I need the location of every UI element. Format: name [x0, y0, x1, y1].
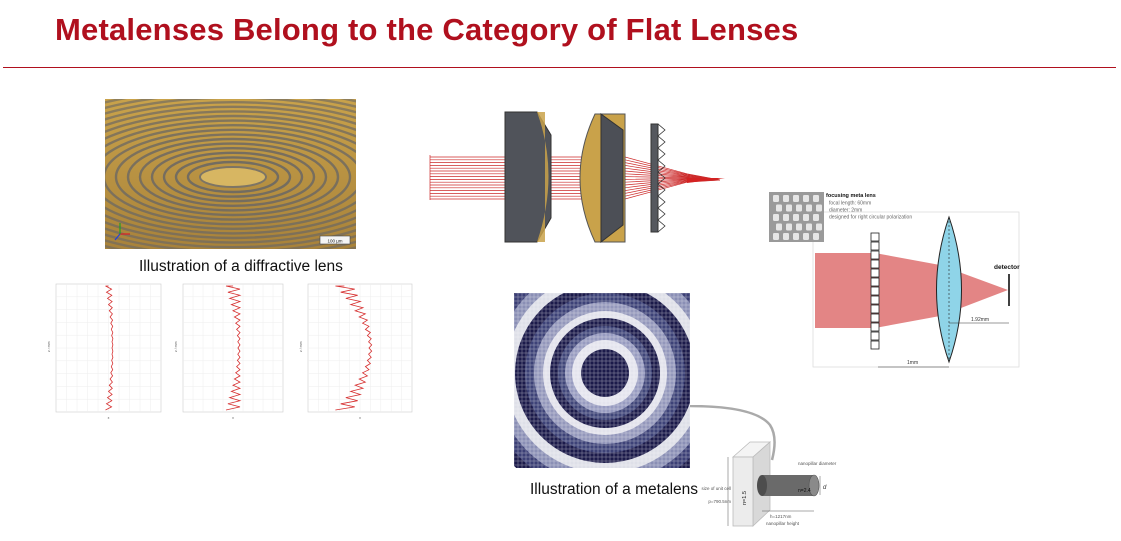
- svg-text:n=2.4: n=2.4: [798, 488, 811, 494]
- profile-plot-1: z / mm x: [48, 283, 162, 420]
- scale-bar-label: 100 µm: [327, 239, 342, 244]
- beam: [815, 253, 1008, 328]
- bullet-focal-length: focal length: 60mm: [829, 201, 871, 207]
- svg-text:focusing meta lens: focusing meta lens: [826, 193, 876, 199]
- plot-x-label: x: [108, 416, 110, 420]
- plot-x-label: x: [232, 416, 234, 420]
- plot-x-label: x: [359, 416, 361, 420]
- profile-plots: z / mm x z / mm x z / mm x: [48, 283, 413, 420]
- plot-y-label: z / mm: [174, 341, 178, 352]
- diffractive-lens-image: 100 µm: [105, 99, 356, 249]
- metalens-phase-image: [514, 293, 690, 468]
- refractive-lens-system: [429, 111, 725, 244]
- svg-text:size of unit cell: size of unit cell: [701, 486, 731, 491]
- focusing-metalens-diagram: focusing meta lens focal length: 60mm di…: [769, 192, 1020, 368]
- profile-plot-3: z / mm x: [299, 283, 413, 420]
- svg-text:h=1217nm: h=1217nm: [770, 514, 792, 519]
- profile-plot-2: z / mm x: [174, 283, 284, 420]
- svg-text:nanopillar height: nanopillar height: [766, 521, 800, 526]
- title-divider: [3, 67, 1116, 68]
- plot-y-label: z / mm: [299, 341, 303, 352]
- bullet-diameter: diameter: 2mm: [829, 208, 862, 214]
- lens-3: [650, 123, 659, 233]
- diffractive-lens-caption: Illustration of a diffractive lens: [139, 258, 343, 275]
- axis-triad-icon: [114, 223, 130, 241]
- plot-y-label: z / mm: [48, 341, 51, 352]
- scale-bar: [319, 235, 351, 245]
- svg-text:p=790.5nm: p=790.5nm: [708, 499, 731, 504]
- slide-title: Metalenses Belong to the Category of Fla…: [55, 12, 799, 47]
- svg-text:d: d: [823, 485, 827, 491]
- svg-text:1.92mm: 1.92mm: [971, 317, 989, 323]
- bullet-polarization: designed for right circular polarization: [829, 215, 912, 221]
- svg-text:n=1.5: n=1.5: [742, 491, 748, 505]
- svg-text:detector: detector: [994, 264, 1020, 271]
- svg-text:nanopillar diameter: nanopillar diameter: [798, 461, 837, 466]
- svg-text:1mm: 1mm: [907, 360, 918, 366]
- metalens-caption: Illustration of a metalens: [530, 481, 699, 498]
- unit-cell-diagram: n=2.4 n=1.5 size of unit cell p=790.5nm …: [690, 405, 837, 527]
